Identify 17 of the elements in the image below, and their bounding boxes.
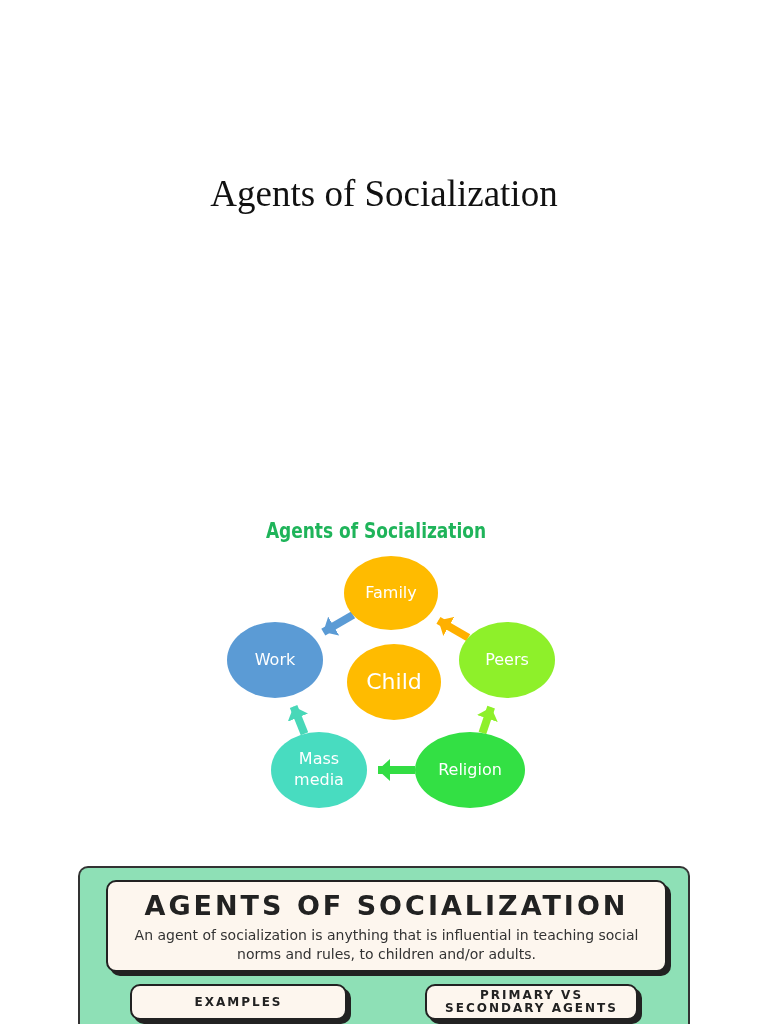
panel-background xyxy=(78,866,690,1024)
diagram-heading: Agents of Socialization xyxy=(264,519,488,543)
agent-label: Work xyxy=(254,649,296,671)
agent-label: Peers xyxy=(485,649,529,671)
card-heading: PRIMARY VS SECONDARY AGENTS xyxy=(444,989,619,1015)
card-heading: EXAMPLES xyxy=(193,996,284,1009)
block-arrow xyxy=(476,705,498,735)
page-title: Agents of Socialization xyxy=(209,172,559,215)
agent-label: Family xyxy=(365,582,417,604)
agent-label: Mass media xyxy=(293,749,345,791)
agent-label: Religion xyxy=(438,759,502,781)
agent-label: Child xyxy=(366,667,422,696)
block-arrow xyxy=(287,704,309,736)
block-arrow xyxy=(321,611,356,636)
card-heading: AGENTS OF SOCIALIZATION xyxy=(144,892,629,921)
card-description: An agent of socialization is anything that is influential in teaching social norms and rules, to children and/or adults. xyxy=(133,926,640,965)
block-arrow xyxy=(436,616,471,642)
